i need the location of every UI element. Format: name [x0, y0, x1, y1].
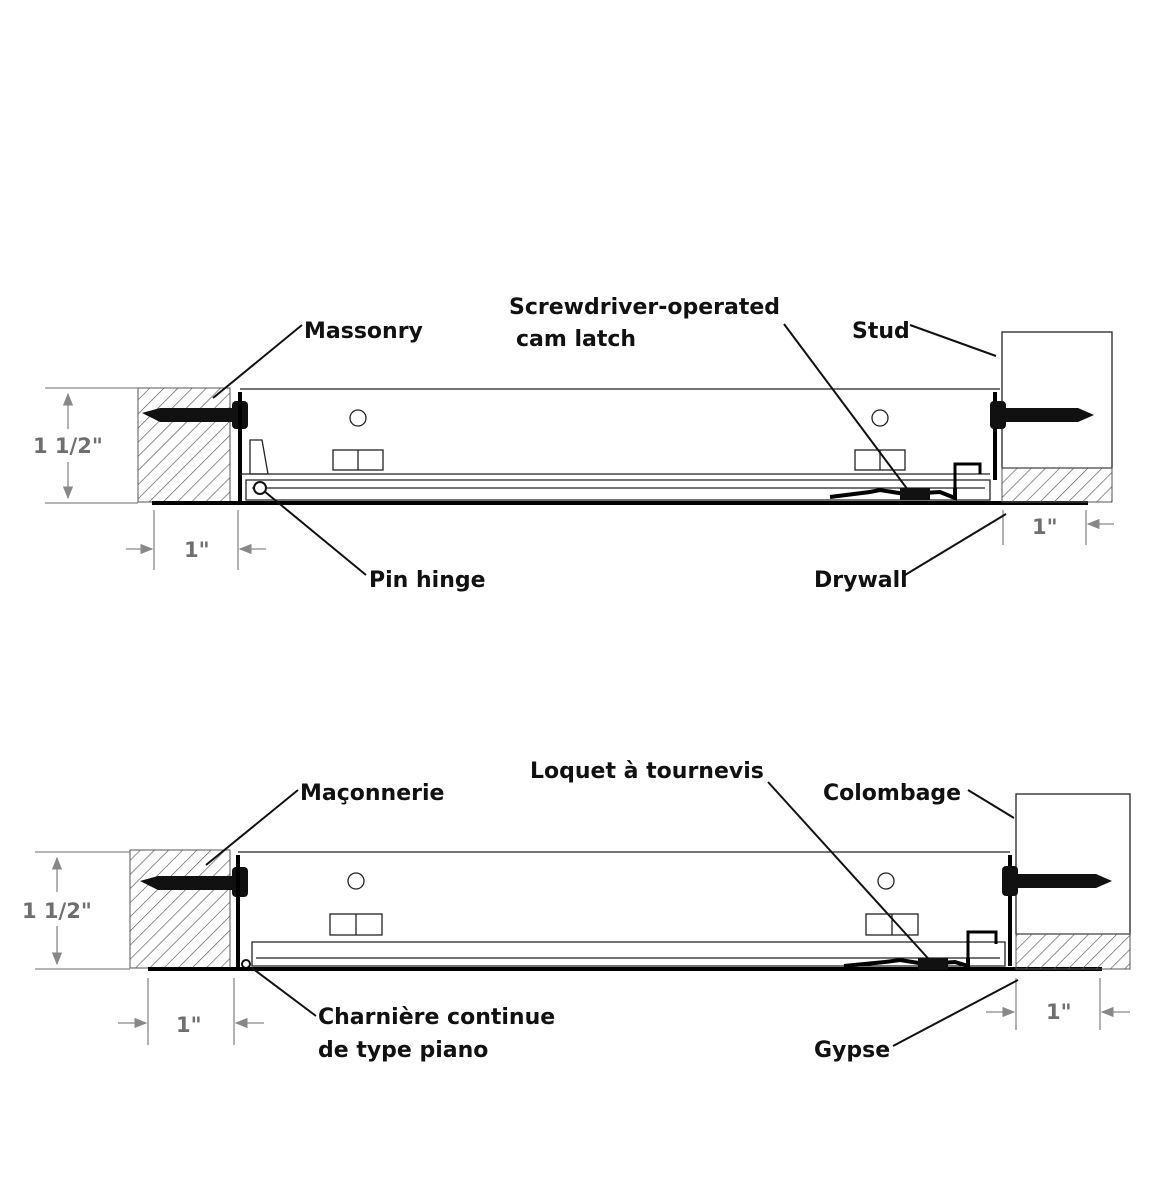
bottom-left-width-label: 1"	[176, 1013, 202, 1037]
bottom-masonry-block	[129, 849, 231, 969]
bottom-latch-leader	[767, 781, 936, 967]
bottom-stud-leader	[967, 789, 1015, 819]
top-drywall	[1001, 467, 1113, 503]
top-hinge-leader	[263, 490, 367, 576]
bottom-right-width-label: 1"	[1046, 1000, 1072, 1024]
top-hinge-tab	[249, 439, 269, 475]
top-stud-leader	[909, 324, 997, 357]
bottom-stud-label: Colombage	[823, 781, 961, 806]
top-stud-label: Stud	[852, 319, 910, 344]
top-cam-latch-icon	[829, 462, 982, 501]
top-hinge-label: Pin hinge	[369, 568, 486, 593]
top-pin-hinge-icon	[253, 481, 267, 495]
bottom-frame-hole-left	[347, 872, 365, 890]
top-height-label: 1 1/2"	[33, 434, 103, 458]
top-masonry-block	[137, 387, 231, 503]
top-door-leaf	[245, 479, 991, 501]
top-right-width-dimension: 1"	[1002, 510, 1114, 545]
bottom-panel: 1 1/2" 1" 1" Maçonnerie Loquet à tournev…	[22, 759, 1131, 1063]
bottom-latch-label: Loquet à tournevis	[530, 759, 764, 784]
bottom-height-dimension: 1 1/2"	[22, 851, 130, 970]
bottom-hinge-leader	[251, 967, 317, 1017]
bottom-height-label: 1 1/2"	[22, 899, 92, 923]
bottom-left-width-dimension: 1"	[118, 978, 264, 1045]
bottom-door-leaf	[251, 941, 1006, 967]
top-height-dimension: 1 1/2"	[33, 387, 138, 504]
top-stud	[1001, 331, 1113, 469]
top-right-width-label: 1"	[1032, 515, 1058, 539]
top-frame-hole-right	[871, 409, 889, 427]
top-latch-label-line2: cam latch	[516, 327, 636, 352]
bottom-drywall-leader	[892, 979, 1019, 1047]
top-latch-label-line1: Screwdriver-operated	[509, 295, 780, 320]
bottom-piano-hinge-icon	[241, 959, 251, 969]
bottom-frame-hole-right	[877, 872, 895, 890]
top-frame-hole-left	[349, 409, 367, 427]
top-masonry-leader	[212, 324, 303, 399]
bottom-cam-latch-icon	[843, 930, 998, 970]
bottom-drywall	[1015, 933, 1131, 970]
bottom-masonry-leader	[205, 789, 299, 866]
bottom-drywall-label: Gypse	[814, 1038, 890, 1063]
top-left-width-dimension: 1"	[126, 510, 266, 570]
bottom-masonry-label: Maçonnerie	[300, 781, 444, 806]
bottom-stud-screw-icon	[1002, 866, 1112, 896]
top-panel: 1 1/2" 1" 1" Massonry Screwdriver-operat…	[33, 295, 1114, 593]
top-drywall-label: Drywall	[814, 568, 908, 593]
top-latch-leader	[783, 323, 909, 491]
top-stud-screw-icon	[990, 401, 1094, 429]
bottom-hinge-label-line1: Charnière continue	[318, 1005, 555, 1030]
top-drywall-leader	[904, 513, 1007, 576]
bottom-stud	[1015, 793, 1131, 935]
top-left-width-label: 1"	[184, 538, 210, 562]
bottom-right-width-dimension: 1"	[986, 978, 1130, 1030]
top-masonry-label: Massonry	[304, 319, 423, 344]
bottom-hinge-label-line2: de type piano	[318, 1038, 488, 1063]
